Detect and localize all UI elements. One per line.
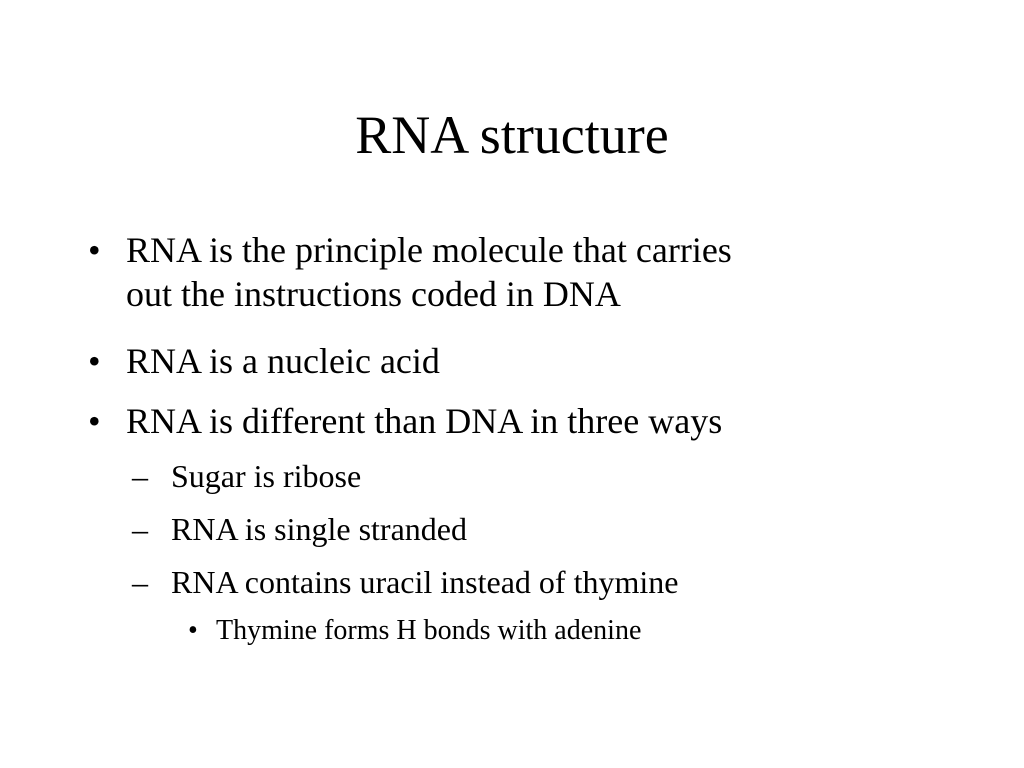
dash-icon: – xyxy=(132,511,148,547)
sub-bullet-text: Sugar is ribose xyxy=(171,458,362,494)
dash-icon: – xyxy=(132,458,148,494)
bullet-item-2: • RNA is a nucleic acid xyxy=(88,339,440,383)
sub-bullet-item-1: – Sugar is ribose xyxy=(132,456,362,496)
sub-sub-bullet-item-1: • Thymine forms H bonds with adenine xyxy=(188,614,642,648)
dash-icon: – xyxy=(132,564,148,600)
bullet-item-1: • RNA is the principle molecule that car… xyxy=(88,228,732,316)
bullet-text-line: out the instructions coded in DNA xyxy=(126,274,621,314)
sub-bullet-item-3: – RNA contains uracil instead of thymine xyxy=(132,562,679,602)
bullet-text-line: RNA is the principle molecule that carri… xyxy=(126,230,732,270)
bullet-text-line: RNA is different than DNA in three ways xyxy=(126,401,723,441)
bullet-icon: • xyxy=(88,401,101,441)
bullet-item-3: • RNA is different than DNA in three way… xyxy=(88,399,723,443)
sub-sub-bullet-text: Thymine forms H bonds with adenine xyxy=(216,615,642,646)
bullet-icon: • xyxy=(188,615,198,646)
sub-bullet-item-2: – RNA is single stranded xyxy=(132,509,467,549)
bullet-icon: • xyxy=(88,341,101,381)
bullet-text-line: RNA is a nucleic acid xyxy=(126,341,440,381)
bullet-icon: • xyxy=(88,230,101,270)
sub-bullet-text: RNA is single stranded xyxy=(171,511,467,547)
sub-bullet-text: RNA contains uracil instead of thymine xyxy=(171,564,679,600)
slide-title: RNA structure xyxy=(355,105,669,165)
